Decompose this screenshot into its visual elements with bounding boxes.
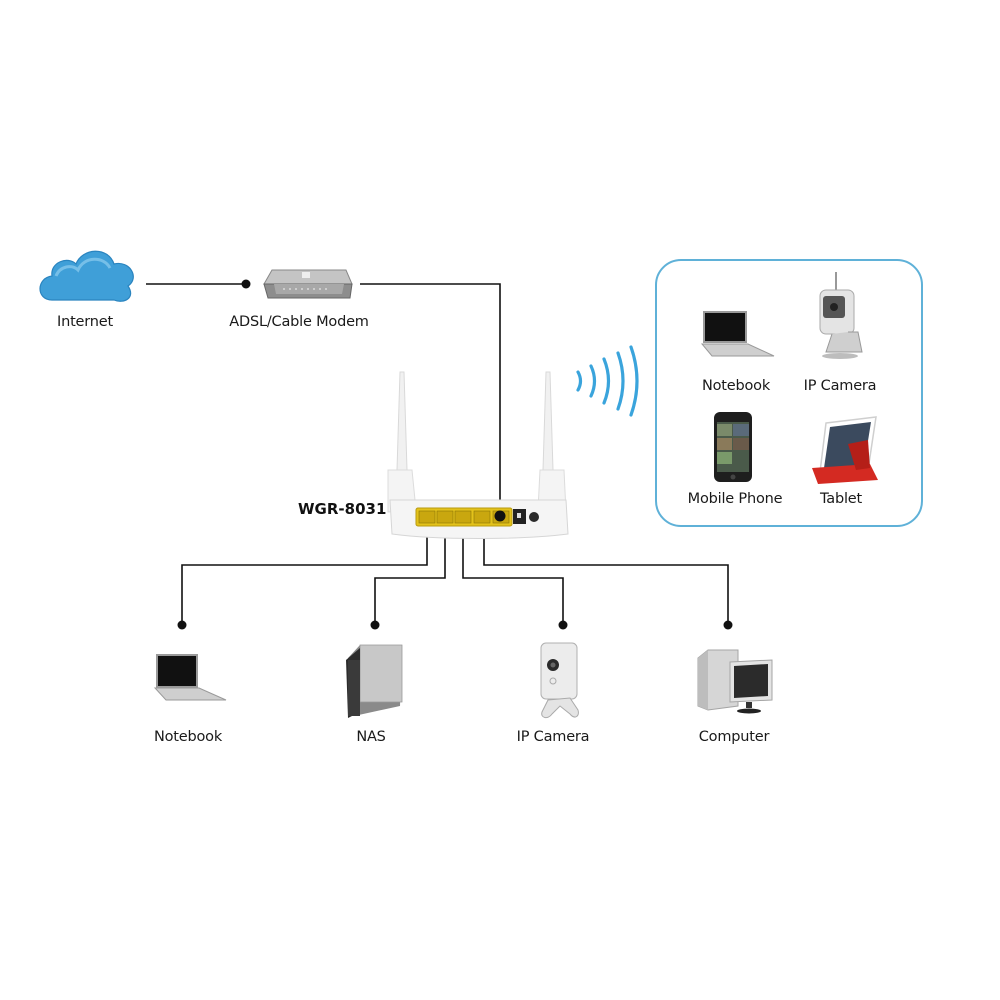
modem-label: ADSL/Cable Modem	[229, 314, 369, 330]
lan3-link	[462, 528, 564, 625]
link-node	[241, 279, 251, 289]
nas-icon	[346, 644, 403, 718]
lan1-link	[181, 528, 428, 625]
link-node	[558, 620, 568, 630]
desktop-computer-icon	[697, 649, 773, 714]
wifi-signal-icon	[576, 345, 639, 417]
link-node	[723, 620, 733, 630]
wired-computer-label: Computer	[698, 729, 770, 745]
modem-icon	[263, 269, 353, 299]
wireless-laptop-icon	[700, 311, 775, 357]
smartphone-icon	[714, 412, 752, 482]
wireless-ip-camera-label: IP Camera	[803, 378, 877, 394]
lan-port-4	[473, 510, 491, 524]
tablet-icon	[812, 416, 878, 484]
wireless-ip-camera-icon	[819, 272, 863, 359]
lan4-link	[483, 528, 729, 625]
link-node	[177, 620, 187, 630]
ip-camera-icon	[540, 642, 579, 719]
router-model-label: WGR-8031	[298, 500, 387, 518]
wireless-tablet-label: Tablet	[820, 491, 862, 507]
router-icon	[387, 371, 569, 539]
wired-ip-camera-label: IP Camera	[516, 729, 590, 745]
power-button	[529, 512, 539, 522]
lan-port-1	[418, 510, 436, 524]
modem-wan-link	[360, 283, 501, 515]
wired-nas-label: NAS	[356, 729, 386, 745]
wired-laptop-icon	[153, 654, 227, 701]
wireless-clients-box	[655, 259, 923, 527]
wireless-notebook-label: Notebook	[701, 378, 771, 394]
lan2-link	[374, 528, 446, 625]
cloud-icon	[39, 250, 134, 302]
wireless-mobile-phone-label: Mobile Phone	[687, 491, 783, 507]
internet-label: Internet	[57, 314, 113, 330]
wan-link-node	[494, 510, 506, 522]
link-node	[370, 620, 380, 630]
wired-notebook-label: Notebook	[153, 729, 223, 745]
lan-port-2	[436, 510, 454, 524]
lan-port-3	[454, 510, 472, 524]
